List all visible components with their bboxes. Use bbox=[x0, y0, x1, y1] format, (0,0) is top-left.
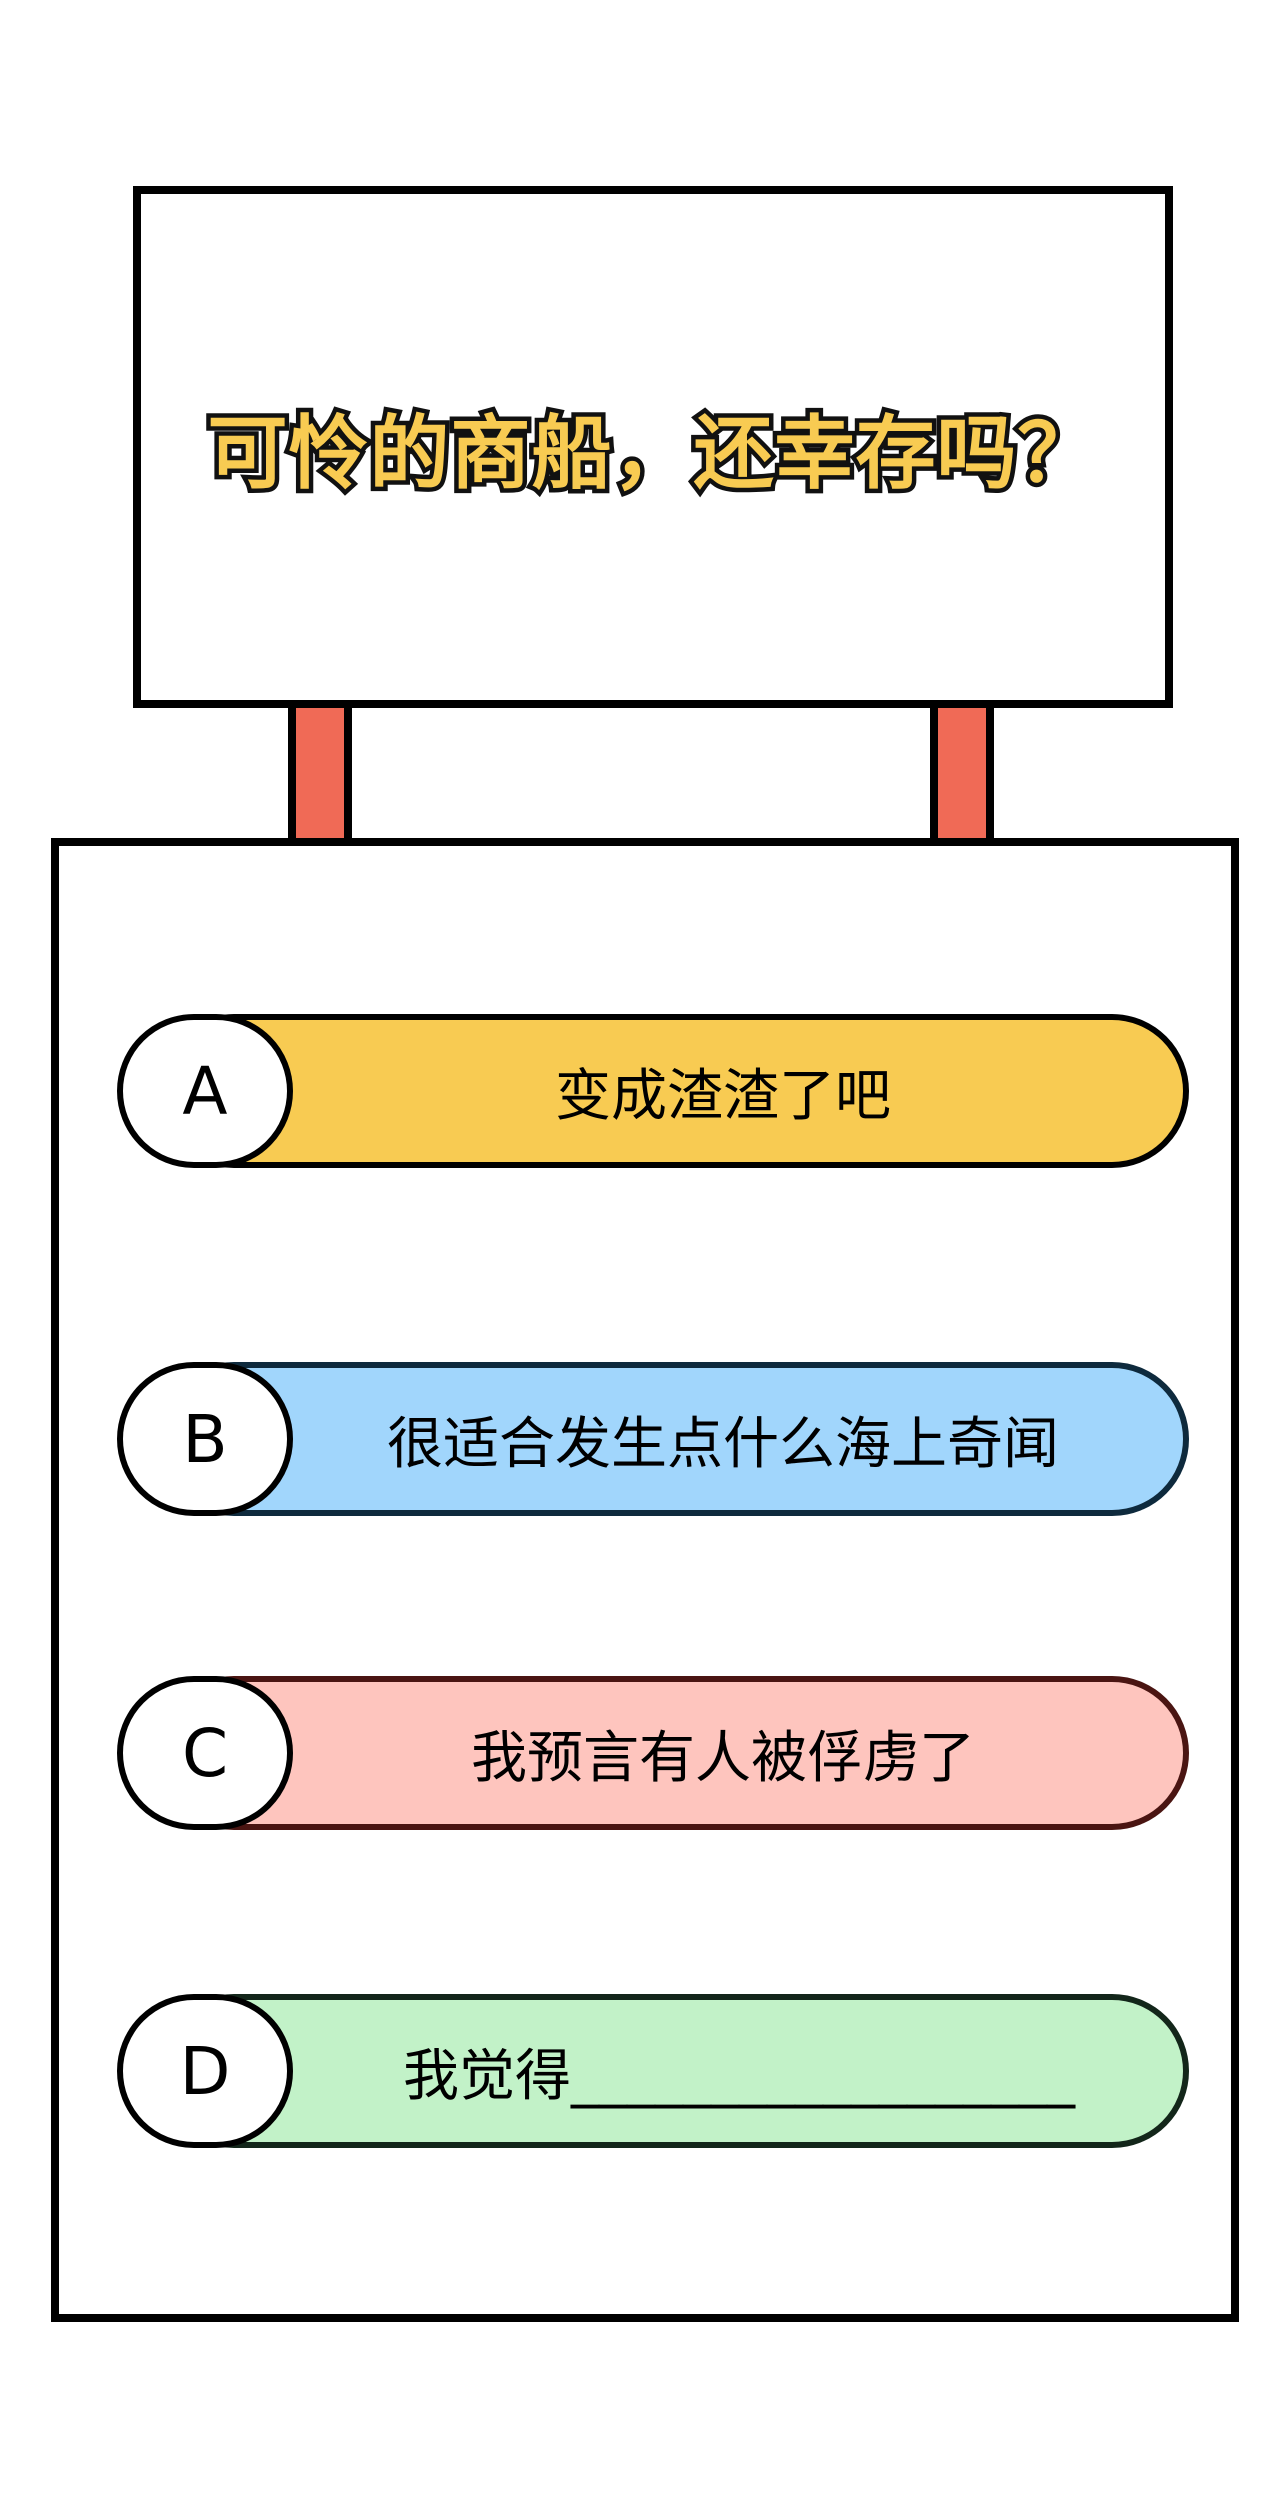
option-a-letter: A bbox=[182, 1052, 228, 1130]
options-panel: 变成渣渣了吧 A 很适合发生点什么海上奇闻 B 我预言有人被俘虏了 C 我觉得_… bbox=[51, 838, 1239, 2322]
question-board: 可怜的商船，还幸存吗？ bbox=[133, 186, 1173, 708]
sign-post-right bbox=[930, 700, 994, 850]
option-a-text: 变成渣渣了吧 bbox=[555, 1063, 891, 1129]
option-d-badge: D bbox=[117, 1994, 293, 2148]
option-d-letter: D bbox=[179, 2032, 231, 2110]
option-a-badge: A bbox=[117, 1014, 293, 1168]
option-b-text: 很适合发生点什么海上奇闻 bbox=[387, 1411, 1059, 1477]
option-c-text: 我预言有人被俘虏了 bbox=[471, 1725, 975, 1791]
option-c-button[interactable]: 我预言有人被俘虏了 C bbox=[117, 1676, 1189, 1830]
option-a-pill: 变成渣渣了吧 bbox=[157, 1014, 1189, 1168]
option-d-pill: 我觉得__________________ bbox=[157, 1994, 1189, 2148]
option-c-letter: C bbox=[181, 1714, 229, 1792]
option-b-pill: 很适合发生点什么海上奇闻 bbox=[157, 1362, 1189, 1516]
option-a-button[interactable]: 变成渣渣了吧 A bbox=[117, 1014, 1189, 1168]
sign-post-left bbox=[288, 700, 352, 850]
option-d-text: 我觉得__________________ bbox=[403, 2043, 1075, 2109]
option-d-button[interactable]: 我觉得__________________ D bbox=[117, 1994, 1189, 2148]
option-c-pill: 我预言有人被俘虏了 bbox=[157, 1676, 1189, 1830]
option-b-button[interactable]: 很适合发生点什么海上奇闻 B bbox=[117, 1362, 1189, 1516]
option-b-letter: B bbox=[182, 1400, 228, 1478]
option-b-badge: B bbox=[117, 1362, 293, 1516]
question-title: 可怜的商船，还幸存吗？ bbox=[203, 403, 1102, 505]
option-c-badge: C bbox=[117, 1676, 293, 1830]
